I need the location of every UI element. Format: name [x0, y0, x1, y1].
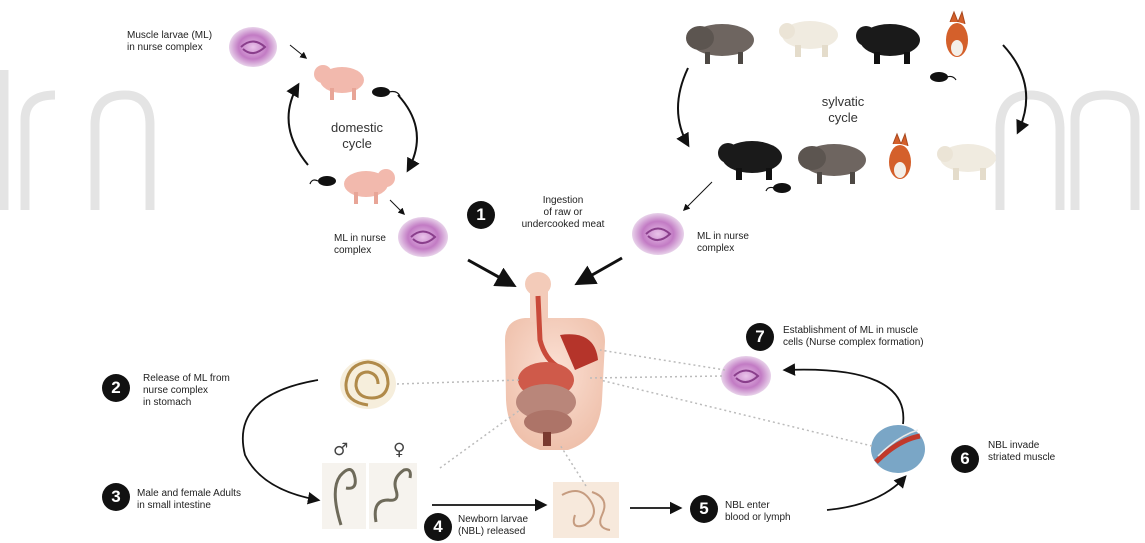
rat-icon: [766, 183, 791, 193]
step-6-badge: 6: [951, 445, 979, 473]
blood-vessel-icon: [871, 425, 925, 473]
step-7-text: Establishment of ML in muscle cells (Nur…: [783, 325, 924, 349]
black-bear-icon: [856, 24, 920, 64]
female-symbol: ♀: [393, 440, 405, 460]
ingestion-label: Ingestion of raw or undercooked meat: [513, 195, 613, 231]
domestic-cycle-label: domestic cycle: [317, 120, 397, 152]
watermark: [4, 70, 1135, 210]
black-bear-icon: [718, 141, 782, 180]
adult-worms-icon: [322, 463, 417, 529]
cyst-icon: [721, 356, 771, 396]
ml-nurse-complex-label-left: ML in nurse complex: [334, 233, 386, 257]
pig-icon: [314, 65, 364, 100]
muscle-larvae-label: Muscle larvae (ML) in nurse complex: [127, 30, 212, 54]
step-4-badge: 4: [424, 513, 452, 541]
step-2-badge: 2: [102, 374, 130, 402]
step-7-badge: 7: [746, 323, 774, 351]
rat-icon: [310, 176, 336, 186]
male-symbol: ♂: [333, 440, 348, 460]
rat-icon: [372, 87, 400, 97]
step-5-badge: 5: [690, 495, 718, 523]
sylvatic-cycle-label: sylvatic cycle: [803, 94, 883, 126]
coiled-larva-icon: [340, 359, 396, 409]
rat-icon: [930, 72, 956, 82]
wild-boar-icon: [686, 24, 754, 64]
fox-icon: [889, 134, 911, 179]
polar-bear-icon: [937, 144, 996, 180]
pig-icon: [344, 169, 395, 204]
step-5-text: NBL enter blood or lymph: [725, 500, 791, 524]
cyst-icon: [632, 213, 684, 255]
fox-icon: [946, 12, 968, 57]
step-6-text: NBL invade striated muscle: [988, 440, 1055, 464]
step-4-text: Newborn larvae (NBL) released: [458, 514, 528, 538]
step-2-text: Release of ML from nurse complex in stom…: [143, 373, 230, 409]
step-3-badge: 3: [102, 483, 130, 511]
human-body-figure: [505, 272, 605, 450]
step-1-badge: 1: [467, 201, 495, 229]
ml-nurse-complex-label-right: ML in nurse complex: [697, 231, 749, 255]
cyst-icon: [398, 217, 448, 257]
step-3-text: Male and female Adults in small intestin…: [137, 488, 241, 512]
polar-bear-icon: [779, 21, 838, 57]
newborn-larvae-icon: [553, 482, 619, 538]
cyst-icon: [229, 27, 277, 67]
wild-boar-icon: [798, 144, 866, 184]
